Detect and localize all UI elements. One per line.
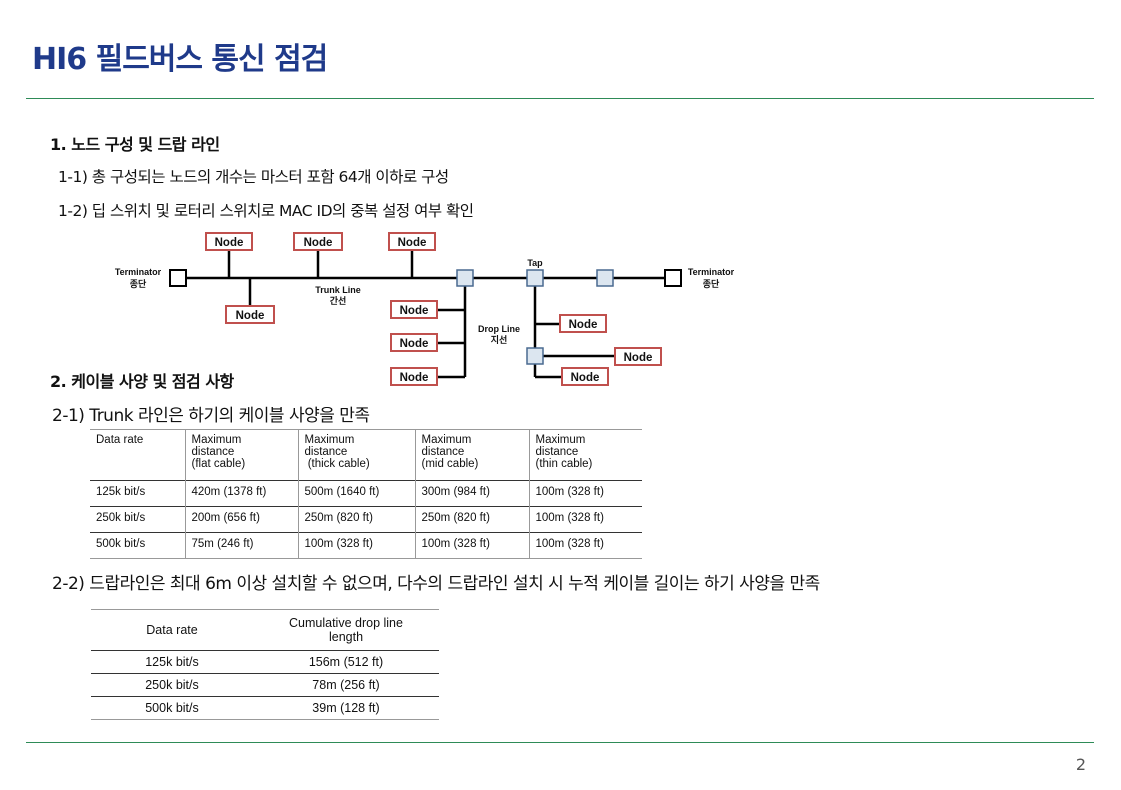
node-label: Node <box>304 237 333 249</box>
table-cell: 100m (328 ft) <box>297 532 415 559</box>
node-label: Node <box>400 305 429 317</box>
terminator-left <box>169 269 187 287</box>
node-box <box>561 367 609 386</box>
terminator-right <box>664 269 682 287</box>
table-cell: 250k bit/s <box>90 506 185 533</box>
table-cell: 200m (656 ft) <box>184 506 298 533</box>
table-row: 500k bit/s 39m (128 ft) <box>91 696 439 720</box>
table-cell: 78m (256 ft) <box>253 673 439 697</box>
table-cell: 500k bit/s <box>90 532 185 559</box>
tap-label: Tap <box>527 258 543 268</box>
table-cell: 156m (512 ft) <box>253 650 439 674</box>
section1-item2: 1-2) 딥 스위치 및 로터리 스위치로 MAC ID의 중복 설정 여부 확… <box>58 202 474 220</box>
table-cell: 250k bit/s <box>91 673 253 697</box>
table-row: 125k bit/s 420m (1378 ft) 500m (1640 ft)… <box>90 480 642 507</box>
tap-box <box>526 269 544 287</box>
table-row: 250k bit/s 78m (256 ft) <box>91 673 439 697</box>
node-label: Node <box>400 338 429 350</box>
table-row: 125k bit/s 156m (512 ft) <box>91 650 439 674</box>
trunk-line-label-ko: 간선 <box>330 295 347 306</box>
node-box <box>388 232 436 251</box>
page-title: HI6 필드버스 통신 점검 <box>32 42 328 77</box>
trunk-line-label: Trunk Line <box>315 285 361 295</box>
section2-heading: 2. 케이블 사양 및 점검 사항 <box>50 372 234 391</box>
header-cell: Data rate <box>91 609 253 651</box>
node-label: Node <box>569 319 598 331</box>
bottom-divider <box>26 742 1094 743</box>
table-cell: 250m (820 ft) <box>414 506 529 533</box>
node-box <box>559 314 607 333</box>
node-box <box>390 367 438 386</box>
terminator-left-label-ko: 종단 <box>130 278 147 289</box>
terminator-left-label: Terminator <box>115 267 162 277</box>
node-label: Node <box>215 237 244 249</box>
table-cell: 100m (328 ft) <box>528 480 642 507</box>
node-box <box>390 300 438 319</box>
terminator-right-label-ko: 종단 <box>703 278 720 289</box>
header-cell: Data rate <box>90 429 185 481</box>
table-cell: 300m (984 ft) <box>414 480 529 507</box>
tap-box <box>526 347 544 365</box>
section1-heading: 1. 노드 구성 및 드랍 라인 <box>50 135 220 154</box>
tap-box <box>456 269 474 287</box>
table-cell: 100m (328 ft) <box>528 506 642 533</box>
table-cell: 100m (328 ft) <box>528 532 642 559</box>
top-divider <box>26 98 1094 99</box>
table-cell: 500m (1640 ft) <box>297 480 415 507</box>
node-box <box>614 347 662 366</box>
tap-box <box>596 269 614 287</box>
table-cell: 500k bit/s <box>91 696 253 720</box>
drop-line-label-ko: 지선 <box>491 334 508 345</box>
node-box <box>205 232 253 251</box>
section2-item1: 2-1) Trunk 라인은 하기의 케이블 사양을 만족 <box>52 406 370 426</box>
node-box <box>390 333 438 352</box>
node-box <box>293 232 343 251</box>
table-cell: 39m (128 ft) <box>253 696 439 720</box>
page-number: 2 <box>1075 755 1086 774</box>
table-cell: 420m (1378 ft) <box>184 480 298 507</box>
node-box <box>225 305 275 324</box>
table-cell: 125k bit/s <box>90 480 185 507</box>
table-cell: 250m (820 ft) <box>297 506 415 533</box>
table-row: 250k bit/s 200m (656 ft) 250m (820 ft) 2… <box>90 506 642 533</box>
section2-item2: 2-2) 드랍라인은 최대 6m 이상 설치할 수 없으며, 다수의 드랍라인 … <box>52 574 820 594</box>
drop-line-label: Drop Line <box>478 324 520 334</box>
terminator-right-label: Terminator <box>688 267 735 277</box>
table-cell: 75m (246 ft) <box>184 532 298 559</box>
table-row: 500k bit/s 75m (246 ft) 100m (328 ft) 10… <box>90 532 642 559</box>
table-cell: 125k bit/s <box>91 650 253 674</box>
section1-item1: 1-1) 총 구성되는 노드의 개수는 마스터 포함 64개 이하로 구성 <box>58 168 449 186</box>
node-label: Node <box>398 237 427 249</box>
node-label: Node <box>236 310 265 322</box>
table-cell: 100m (328 ft) <box>414 532 529 559</box>
node-label: Node <box>624 352 653 364</box>
node-label: Node <box>571 372 600 384</box>
node-label: Node <box>400 372 429 384</box>
